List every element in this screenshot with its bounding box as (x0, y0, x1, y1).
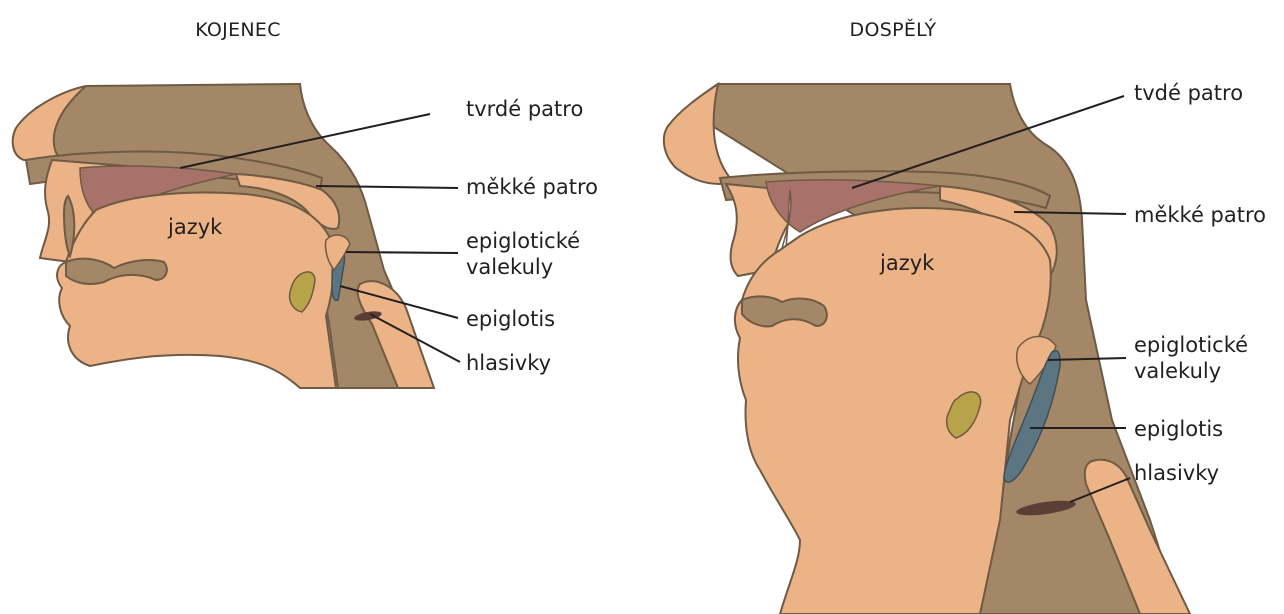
adult-tongue-label: jazyk (879, 251, 935, 275)
infant-valleculae-label-line1: epiglotické (466, 229, 580, 253)
infant-hard-palate-label: tvrdé patro (466, 97, 583, 121)
infant-epiglottis-label: epiglotis (466, 307, 555, 331)
infant-vocal-cords-label: hlasivky (466, 351, 551, 375)
adult-hard-palate-label: tvdé patro (1134, 81, 1243, 105)
infant-tongue-label: jazyk (167, 215, 223, 239)
infant-soft-palate-label: měkké patro (466, 175, 598, 199)
adult-vocal-cords-label: hlasivky (1134, 461, 1219, 485)
infant-title: KOJENEC (195, 19, 281, 41)
adult-soft-palate-label: měkké patro (1134, 203, 1266, 227)
infant-valleculae-label-line2: valekuly (466, 255, 553, 279)
infant-panel: KOJENEC (13, 19, 598, 388)
adult-panel: DOSPĚLÝ (664, 18, 1266, 614)
adult-valleculae-label-line1: epiglotické (1134, 333, 1248, 357)
infant-valleculae-leader (346, 252, 458, 253)
adult-valleculae-label-line2: valekuly (1134, 359, 1221, 383)
adult-epiglottis-label: epiglotis (1134, 417, 1223, 441)
infant-head-illustration (13, 84, 434, 388)
adult-title: DOSPĚLÝ (850, 18, 937, 41)
